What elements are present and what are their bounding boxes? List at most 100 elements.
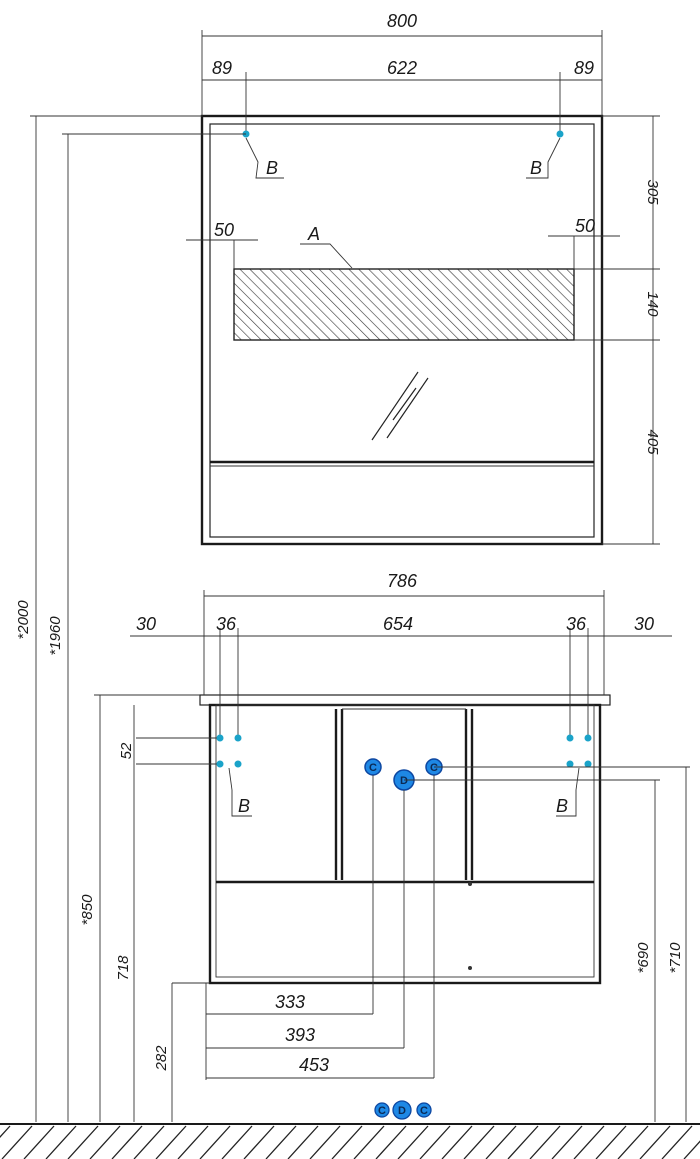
- leader-b-left: [245, 137, 284, 179]
- mirror-inner-frame: [209, 123, 595, 538]
- floor: [0, 1123, 700, 1159]
- dim-140: 140: [644, 291, 661, 317]
- floor-hatch-line: [507, 1125, 539, 1159]
- floor-hatch-line: [485, 1125, 517, 1159]
- mirror-assembly: 800 89 622 89 B B 50 50 A 305 140 405: [186, 11, 661, 546]
- floor-marker-d: D: [392, 1100, 412, 1120]
- floor-hatch-line: [529, 1125, 561, 1159]
- floor-marker-c-left: C: [374, 1102, 390, 1118]
- floor-hatch-line: [133, 1125, 165, 1159]
- svg-text:C: C: [369, 762, 377, 774]
- floor-hatch-line: [89, 1125, 121, 1159]
- dim-282: 282: [153, 1045, 170, 1072]
- mount-point: [584, 760, 592, 768]
- dim-50-left: 50: [214, 220, 234, 240]
- lighting-panel-a: [233, 268, 575, 341]
- glass-mark-1: [371, 371, 419, 441]
- mirror-frame: [200, 114, 604, 546]
- svg-text:D: D: [398, 1105, 406, 1117]
- floor-hatch-line: [23, 1125, 55, 1159]
- leader-b-cab-left: [228, 767, 252, 817]
- svg-text:D: D: [400, 775, 408, 787]
- floor-hatch-line: [67, 1125, 99, 1159]
- svg-text:C: C: [378, 1105, 386, 1117]
- mount-point-b-right: [556, 130, 564, 138]
- floor-hatch-line: [111, 1125, 143, 1159]
- floor-hatch-line: [331, 1125, 363, 1159]
- dim-453: 453: [299, 1055, 329, 1075]
- floor-hatch-line: [243, 1125, 275, 1159]
- mount-point: [234, 760, 242, 768]
- mount-point: [584, 734, 592, 742]
- cabinet-inner: [215, 704, 595, 978]
- dim-718: 718: [115, 955, 132, 981]
- floor-hatch-line: [309, 1125, 341, 1159]
- dim-52: 52: [118, 742, 135, 759]
- cabinet-body: [208, 703, 602, 985]
- dim-405: 405: [644, 429, 661, 455]
- dim-305: 305: [644, 179, 661, 205]
- dim-786: 786: [387, 571, 418, 591]
- glass-mark-2: [386, 377, 429, 439]
- floor-hatch-line: [551, 1125, 583, 1159]
- mount-point: [566, 760, 574, 768]
- leader-b-right: [526, 137, 561, 179]
- label-b-mirror-right: B: [530, 158, 542, 178]
- left-height-dims: *2000 *1960 *850 718: [15, 115, 246, 1122]
- dim-36-left: 36: [216, 614, 237, 634]
- dim-690: *690: [635, 942, 652, 974]
- floor-hatch-line: [441, 1125, 473, 1159]
- cabinet-assembly: 786 30 36 654 36 30 52 B B C: [118, 571, 690, 1122]
- dim-622: 622: [387, 58, 417, 78]
- floor-hatch: [0, 1125, 700, 1159]
- floor-hatch-line: [287, 1125, 319, 1159]
- dim-50-right: 50: [575, 216, 595, 236]
- mount-point: [216, 734, 224, 742]
- countertop: [199, 694, 611, 706]
- svg-text:C: C: [420, 1105, 428, 1117]
- floor-marker-c-right: C: [416, 1102, 432, 1118]
- floor-hatch-line: [177, 1125, 209, 1159]
- floor-hatch-line: [397, 1125, 429, 1159]
- floor-hatch-line: [375, 1125, 407, 1159]
- svg-text:C: C: [430, 762, 438, 774]
- floor-hatch-line: [419, 1125, 451, 1159]
- dim-30-right: 30: [634, 614, 654, 634]
- floor-hatch-line: [155, 1125, 187, 1159]
- floor-hatch-line: [199, 1125, 231, 1159]
- dim-30-left: 30: [136, 614, 156, 634]
- dim-393: 393: [285, 1025, 315, 1045]
- dim-800: 800: [387, 11, 417, 31]
- floor-hatch-line: [463, 1125, 495, 1159]
- floor-hatch-line: [1, 1125, 33, 1159]
- connection-marker-c-left: C: [364, 758, 382, 776]
- floor-hatch-line: [353, 1125, 385, 1159]
- dim-710: *710: [667, 942, 684, 974]
- dim-1960: *1960: [47, 616, 64, 656]
- floor-hatch-line: [639, 1125, 671, 1159]
- floor-hatch-line: [221, 1125, 253, 1159]
- label-b-cab-left: B: [238, 796, 250, 816]
- glass-mark-3: [392, 387, 417, 421]
- dim-850: *850: [79, 894, 96, 926]
- floor-hatch-line: [0, 1125, 11, 1138]
- floor-hatch-line: [573, 1125, 605, 1159]
- mount-point: [234, 734, 242, 742]
- floor-hatch-line: [617, 1125, 649, 1159]
- hinge-dot: [468, 882, 472, 886]
- dim-333: 333: [275, 992, 305, 1012]
- hinge-dot: [468, 966, 472, 970]
- mount-point: [566, 734, 574, 742]
- label-a: A: [307, 224, 320, 244]
- leader-b-cab-right: [556, 767, 580, 817]
- label-b-cab-right: B: [556, 796, 568, 816]
- mount-point: [216, 760, 224, 768]
- dim-89-left: 89: [212, 58, 232, 78]
- dim-36-right: 36: [566, 614, 587, 634]
- floor-hatch-line: [683, 1140, 700, 1159]
- floor-hatch-line: [265, 1125, 297, 1159]
- floor-hatch-line: [45, 1125, 77, 1159]
- floor-hatch-line: [661, 1125, 693, 1159]
- label-b-mirror-left: B: [266, 158, 278, 178]
